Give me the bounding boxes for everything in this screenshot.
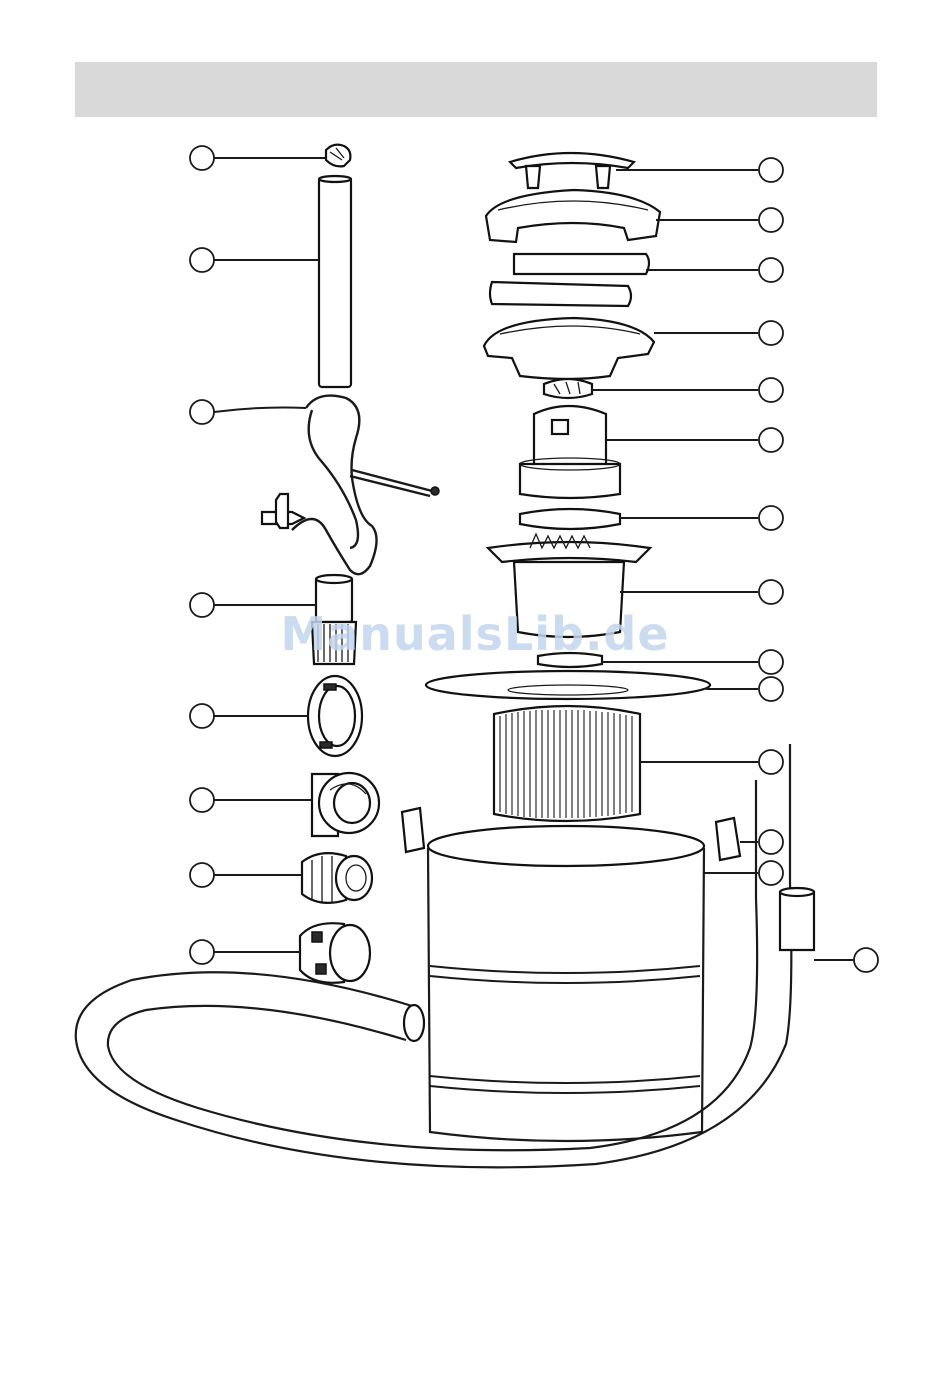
watermark: ManualsLib.de: [0, 607, 950, 661]
motor-part: [520, 406, 620, 498]
top-cover-part: [486, 190, 660, 242]
callout-circle: [759, 258, 783, 282]
callout-circle: [759, 208, 783, 232]
pleated-cartridge-filter-part: [494, 706, 640, 821]
callout-circle: [759, 378, 783, 402]
foam-filter-lower-part: [490, 282, 631, 306]
hose-connector-ring-part: [308, 676, 362, 756]
callout-circle: [190, 940, 214, 964]
motor-housing-part: [484, 318, 654, 379]
callout-circle: [190, 248, 214, 272]
callout-circle: [190, 788, 214, 812]
carry-handle-part: [510, 153, 634, 188]
callout-circle: [759, 321, 783, 345]
gasket-ring-part: [520, 509, 620, 529]
callout-circle: [190, 704, 214, 728]
callout-circle: [854, 948, 878, 972]
hose-inlet-socket-part: [312, 773, 379, 836]
callout-circle: [190, 400, 214, 424]
hose-end-connector-part: [300, 923, 370, 983]
callout-circle: [759, 580, 783, 604]
lid-plate-part: [426, 671, 710, 699]
fan-impeller-part: [544, 379, 592, 398]
foam-filter-upper-part: [514, 254, 649, 274]
hose-end-cap-part: [326, 145, 350, 167]
callout-circle: [759, 861, 783, 885]
container-drum-part: [428, 826, 704, 1141]
callout-circle: [759, 830, 783, 854]
coupling-nut-part: [302, 853, 372, 903]
callout-circle: [190, 146, 214, 170]
callout-circle: [190, 863, 214, 887]
extension-tube-part: [319, 176, 351, 387]
callout-circle: [759, 750, 783, 774]
callout-circle: [759, 506, 783, 530]
callout-circle: [759, 158, 783, 182]
callout-circle: [759, 428, 783, 452]
power-cable-part: [262, 396, 439, 575]
callout-circle: [759, 677, 783, 701]
